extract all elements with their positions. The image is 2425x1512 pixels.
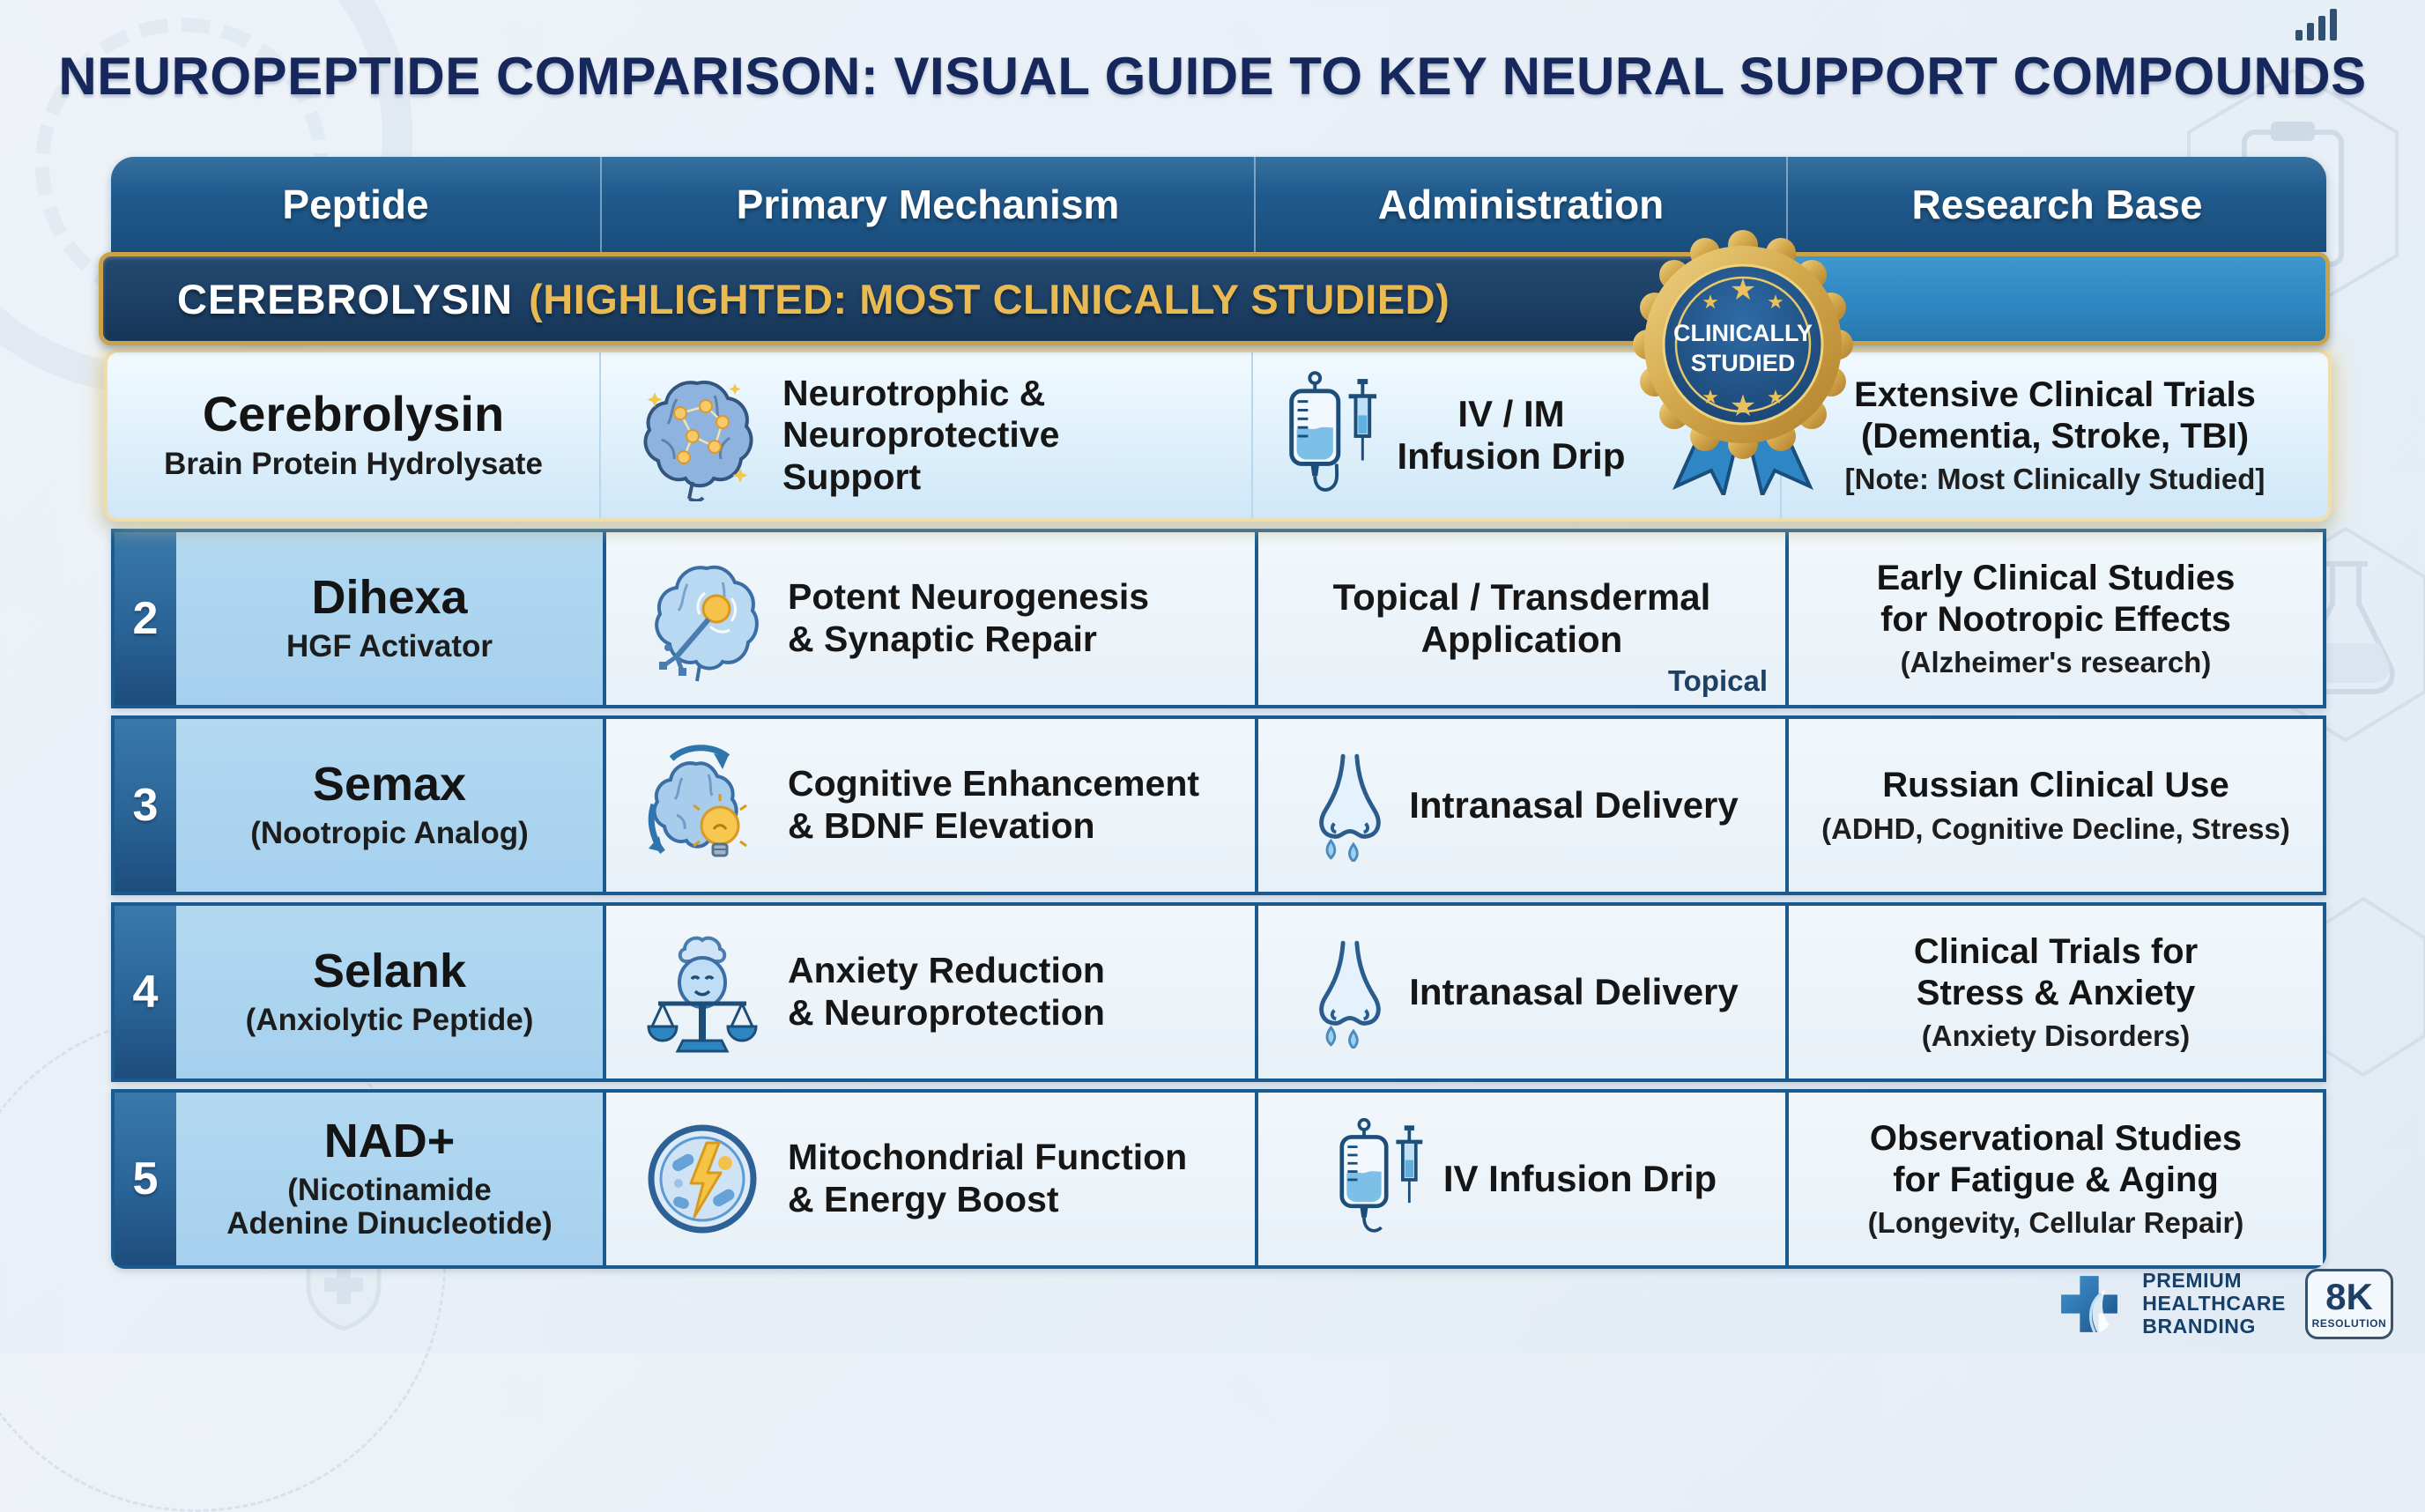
- badge-line2: STUDIED: [1691, 350, 1796, 376]
- peptide-cell: Cerebrolysin Brain Protein Hydrolysate: [108, 352, 599, 518]
- banner-peptide-name: CEREBROLYSIN: [177, 275, 514, 322]
- peptide-cell: NAD+ (Nicotinamide Adenine Dinucleotide): [176, 1093, 603, 1265]
- table-row-nad: 5 NAD+ (Nicotinamide Adenine Dinucleotid…: [111, 1089, 2326, 1269]
- administration-text: IV Infusion Drip: [1442, 1157, 1717, 1199]
- research-cell: Extensive Clinical Trials (Dementia, Str…: [1780, 352, 2328, 518]
- badge-stars: ★ ★ ★ ★ ★ ★: [1702, 272, 1784, 424]
- svg-text:★: ★: [1702, 292, 1719, 314]
- balance-scale-icon: [636, 926, 768, 1058]
- mechanism-cell: Potent Neurogenesis & Synaptic Repair: [603, 532, 1255, 705]
- column-header-primary-mechanism: Primary Mechanism: [600, 157, 1254, 252]
- medical-cross-logo: [2056, 1271, 2123, 1338]
- research-note: (Longevity, Cellular Repair): [1867, 1206, 2244, 1240]
- administration-cell: Topical / Transdermal Application Topica…: [1255, 532, 1785, 705]
- svg-text:★: ★: [1767, 292, 1784, 314]
- brain-network-icon: [631, 369, 763, 501]
- administration-cell: Intranasal Delivery: [1255, 906, 1785, 1078]
- clinically-studied-badge: ★ ★ ★ ★ ★ ★ CLINICALLY STUDIED: [1623, 226, 1863, 500]
- svg-text:★: ★: [1767, 387, 1784, 409]
- research-cell: Observational Studies for Fatigue & Agin…: [1785, 1093, 2323, 1265]
- rank-number: 3: [115, 719, 176, 892]
- table-row-cerebrolysin: Cerebrolysin Brain Protein Hydrolysate: [104, 349, 2332, 522]
- administration-text: Intranasal Delivery: [1409, 783, 1739, 826]
- administration-cell: Intranasal Delivery: [1255, 719, 1785, 892]
- peptide-name: Semax: [312, 758, 467, 812]
- research-cell: Clinical Trials for Stress & Anxiety (An…: [1785, 906, 2323, 1078]
- iv-infusion-icon: [1327, 1117, 1426, 1241]
- badge-line1: CLINICALLY: [1673, 320, 1813, 346]
- peptide-subtitle: HGF Activator: [286, 629, 493, 664]
- banner-highlight-note: (HIGHLIGHTED: MOST CLINICALLY STUDIED): [529, 275, 1450, 322]
- table-row-selank: 4 Selank (Anxiolytic Peptide): [111, 902, 2326, 1082]
- highlight-banner: CEREBROLYSIN (HIGHLIGHTED: MOST CLINICAL…: [99, 252, 2330, 345]
- nose-icon: [1305, 936, 1391, 1049]
- table-row-dihexa: 2 Dihexa HGF Activator: [111, 529, 2326, 708]
- mechanism-text: Mitochondrial Function & Energy Boost: [788, 1137, 1188, 1219]
- research-title: Extensive Clinical Trials (Dementia, Str…: [1854, 374, 2256, 456]
- column-header-research-base: Research Base: [1786, 157, 2326, 252]
- mechanism-text: Neurotrophic & Neuroprotective Support: [782, 372, 1060, 497]
- peptide-subtitle: (Nootropic Analog): [250, 816, 529, 851]
- mechanism-cell: Neurotrophic & Neuroprotective Support: [599, 352, 1251, 518]
- peptide-cell: Semax (Nootropic Analog): [176, 719, 603, 892]
- resolution-label: RESOLUTION: [2311, 1317, 2387, 1330]
- rank-number: 4: [115, 906, 176, 1078]
- rank-number: 2: [115, 532, 176, 705]
- nose-icon: [1305, 749, 1391, 862]
- research-note: (ADHD, Cognitive Decline, Stress): [1821, 812, 2290, 845]
- syringe: [1348, 379, 1376, 461]
- peptide-subtitle: (Nicotinamide Adenine Dinucleotide): [226, 1172, 552, 1241]
- peptide-name: Selank: [312, 945, 467, 998]
- brand-text: PREMIUM HEALTHCARE BRANDING: [2142, 1269, 2286, 1338]
- footer: PREMIUM HEALTHCARE BRANDING 8K RESOLUTIO…: [2056, 1269, 2393, 1339]
- mitochondria-icon: [636, 1113, 768, 1245]
- research-cell: Early Clinical Studies for Nootropic Eff…: [1785, 532, 2323, 705]
- rank-number: 5: [115, 1093, 176, 1265]
- svg-text:★: ★: [1730, 272, 1756, 308]
- administration-text: Topical / Transdermal Application: [1332, 575, 1711, 660]
- research-title: Clinical Trials for Stress & Anxiety: [1913, 931, 2199, 1013]
- research-cell: Russian Clinical Use (ADHD, Cognitive De…: [1785, 719, 2323, 892]
- peptide-cell: Dihexa HGF Activator: [176, 532, 603, 705]
- syringe: [1396, 1125, 1423, 1204]
- page-title: NEUROPEPTIDE COMPARISON: VISUAL GUIDE TO…: [58, 47, 2367, 106]
- mechanism-text: Potent Neurogenesis & Synaptic Repair: [788, 576, 1150, 659]
- brain-bulb-icon: [636, 739, 768, 871]
- administration-note: Topical: [1667, 664, 1768, 697]
- peptide-cell: Selank (Anxiolytic Peptide): [176, 906, 603, 1078]
- resolution-value: 8K: [2325, 1276, 2373, 1317]
- brain-synapse-icon: [636, 552, 768, 685]
- table-header: Peptide Primary Mechanism Administration…: [111, 157, 2326, 252]
- iv-infusion-icon: [1276, 370, 1380, 500]
- column-header-administration: Administration: [1254, 157, 1786, 252]
- column-header-peptide: Peptide: [282, 182, 429, 227]
- mechanism-text: Cognitive Enhancement & BDNF Elevation: [788, 763, 1200, 846]
- research-note: (Alzheimer's research): [1900, 646, 2212, 679]
- research-note: (Anxiety Disorders): [1921, 1019, 2191, 1053]
- peptide-name: NAD+: [323, 1115, 456, 1168]
- administration-text: Intranasal Delivery: [1409, 970, 1739, 1012]
- mechanism-cell: Anxiety Reduction & Neuroprotection: [603, 906, 1255, 1078]
- sparkle: [647, 383, 748, 483]
- svg-text:★: ★: [1730, 389, 1756, 424]
- administration-cell: IV / IM Infusion Drip: [1251, 352, 1780, 518]
- administration-cell: IV Infusion Drip: [1255, 1093, 1785, 1265]
- research-title: Observational Studies for Fatigue & Agin…: [1869, 1118, 2243, 1200]
- mechanism-text: Anxiety Reduction & Neuroprotection: [788, 950, 1105, 1033]
- resolution-badge: 8K RESOLUTION: [2305, 1269, 2393, 1339]
- svg-text:★: ★: [1702, 387, 1719, 409]
- administration-text: IV / IM Infusion Drip: [1397, 392, 1626, 477]
- peptide-subtitle: Brain Protein Hydrolysate: [164, 447, 543, 482]
- mechanism-cell: Mitochondrial Function & Energy Boost: [603, 1093, 1255, 1265]
- peptide-name: Dihexa: [311, 571, 468, 625]
- peptide-name: Cerebrolysin: [202, 386, 505, 442]
- research-note: [Note: Most Clinically Studied]: [1844, 463, 2266, 496]
- research-title: Russian Clinical Use: [1882, 766, 2229, 805]
- peptide-subtitle: (Anxiolytic Peptide): [245, 1003, 534, 1038]
- research-title: Early Clinical Studies for Nootropic Eff…: [1876, 558, 2236, 640]
- mechanism-cell: Cognitive Enhancement & BDNF Elevation: [603, 719, 1255, 892]
- signal-bars-icon: [2295, 9, 2337, 41]
- table-row-semax: 3 Semax (Nootropic Analog): [111, 715, 2326, 895]
